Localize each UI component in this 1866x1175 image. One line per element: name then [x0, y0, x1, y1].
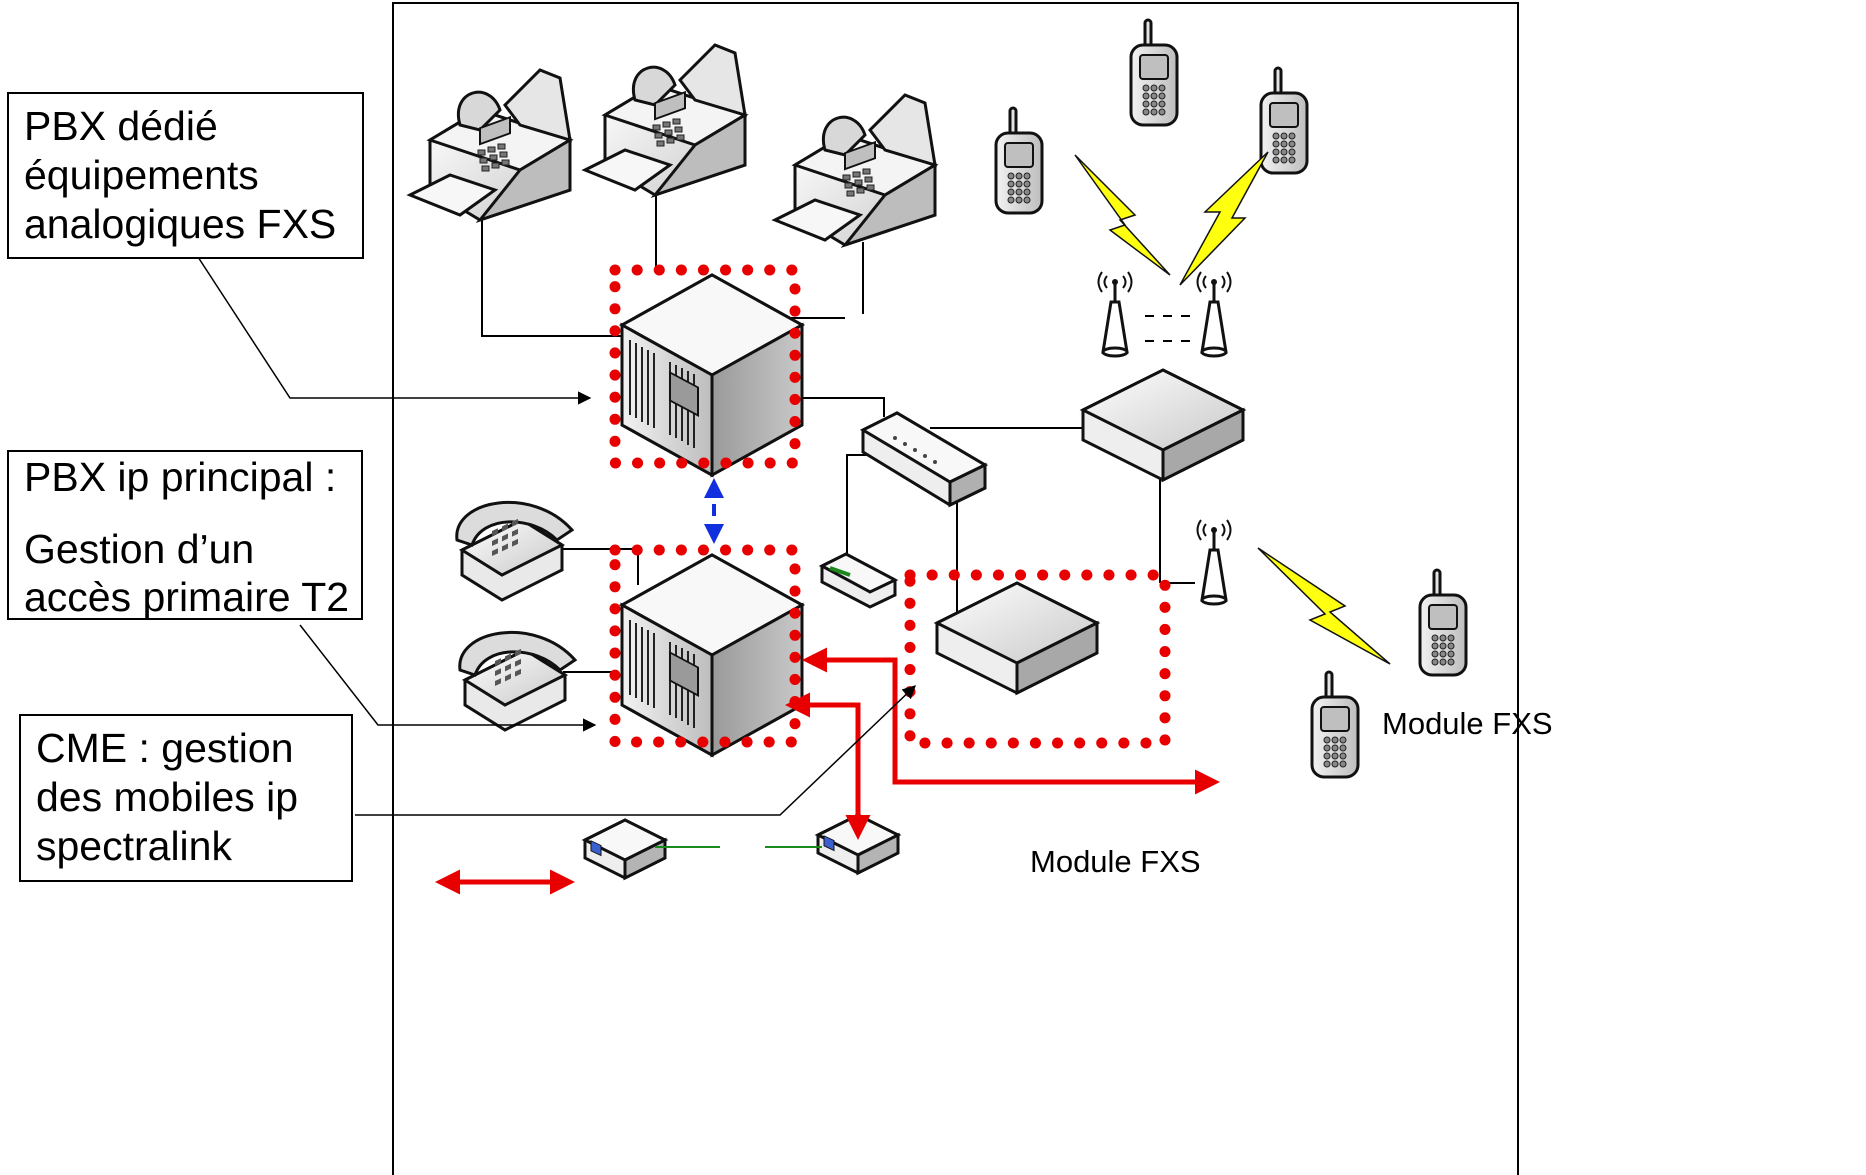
callout-cme: CME : gestion des mobiles ip spectralink — [19, 714, 353, 882]
modem-icon — [583, 818, 667, 880]
pbx-ip-server-icon — [620, 553, 804, 757]
fax-machine-icon — [408, 68, 572, 222]
wireless-signal-icon — [1074, 154, 1171, 276]
desk-phone-icon — [458, 630, 577, 732]
callout-pbx-ip-line-3: accès primaire T2 — [24, 574, 349, 620]
diagram-frame — [392, 2, 1519, 1175]
mobile-phone-icon — [1310, 670, 1360, 779]
callout-pbx-dedie: PBX dédié équipements analogiques FXS — [7, 92, 364, 259]
mobile-phone-icon — [994, 106, 1044, 215]
callout-pbx-ip-line-1: PBX ip principal : — [24, 454, 336, 500]
callout-pbx-dedie-line-3: analogiques FXS — [24, 201, 336, 247]
cme-router-icon — [935, 581, 1099, 695]
trunk-arrows — [435, 647, 1220, 895]
access-point-icon — [1097, 270, 1133, 358]
callout-pbx-ip-line-2: Gestion d’un — [24, 526, 254, 572]
fax-machine-icon — [773, 93, 937, 247]
callout-pbx-dedie-line-2: équipements — [24, 152, 259, 198]
callout-pbx-dedie-line-1: PBX dédié — [24, 103, 218, 149]
wireless-dash-links — [1145, 315, 1195, 342]
callout-cme-line-1: CME : gestion — [36, 725, 294, 771]
mobile-phone-icon — [1129, 18, 1179, 127]
callout-pbx-ip: PBX ip principal : Gestion d’un accès pr… — [7, 450, 363, 620]
wireless-signal-icon — [1179, 151, 1269, 286]
access-point-icon — [1196, 270, 1232, 358]
access-point-icon — [1196, 518, 1232, 606]
pbx-dedie-server-icon — [620, 273, 804, 477]
router-icon — [1081, 368, 1245, 482]
network-switch-icon — [859, 411, 989, 508]
wireless-signal-icon — [1257, 547, 1391, 665]
module-fxs-label: Module FXS — [1382, 706, 1553, 741]
callout-cme-line-3: spectralink — [36, 823, 232, 869]
callout-cme-line-2: des mobiles ip — [36, 774, 298, 820]
callout-leaders — [197, 256, 916, 816]
module-fxs-label: Module FXS — [1030, 844, 1201, 879]
desk-phone-icon — [455, 500, 574, 602]
mobile-phone-icon — [1259, 66, 1309, 175]
fax-machine-icon — [583, 43, 747, 197]
mobile-phone-icon — [1418, 568, 1468, 677]
fxs-module-device-icon — [818, 552, 899, 609]
